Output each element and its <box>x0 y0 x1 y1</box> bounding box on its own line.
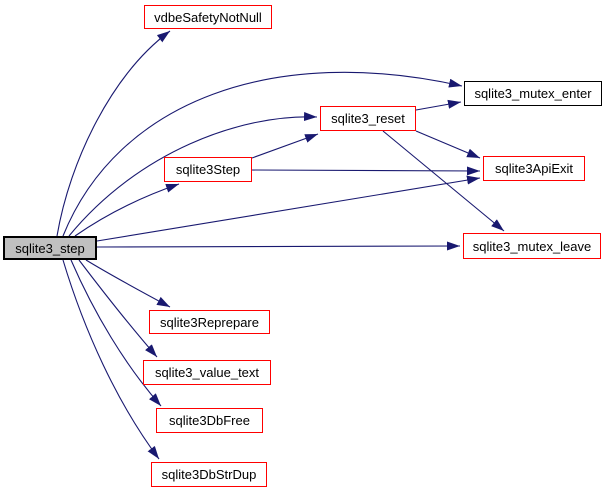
edge-sqlite3_step--sqlite3DbFree <box>70 259 162 407</box>
edge-sqlite3_step--sqlite3_mutex_leave <box>96 241 461 251</box>
edge-sqlite3Step--sqlite3ApiExit <box>251 166 481 176</box>
node-sqlite3_reset[interactable]: sqlite3_reset <box>320 106 416 131</box>
node-label: sqlite3_mutex_enter <box>474 86 592 101</box>
edge-sqlite3_step--sqlite3_mutex_enter <box>62 71 463 237</box>
node-sqlite3ApiExit[interactable]: sqlite3ApiExit <box>483 156 585 181</box>
edge-sqlite3_step--sqlite3Step <box>74 183 180 237</box>
node-sqlite3_step: sqlite3_step <box>3 236 97 260</box>
edge-sqlite3_step--sqlite3ApiExit <box>96 175 481 242</box>
node-vdbeSafetyNotNull[interactable]: vdbeSafetyNotNull <box>144 5 272 29</box>
node-label: sqlite3DbFree <box>169 413 250 428</box>
edge-sqlite3_step--sqlite3_reset <box>68 112 318 237</box>
node-label: sqlite3Reprepare <box>159 314 259 330</box>
node-sqlite3_mutex_enter[interactable]: sqlite3_mutex_enter <box>464 81 602 106</box>
node-sqlite3_mutex_leave[interactable]: sqlite3_mutex_leave <box>463 233 601 259</box>
node-label: sqlite3_reset <box>331 111 405 126</box>
edge-sqlite3_step--sqlite3DbStrDup <box>62 259 160 460</box>
node-label: sqlite3DbStrDup <box>161 467 257 482</box>
edge-sqlite3_reset--sqlite3_mutex_leave <box>382 130 505 232</box>
edge-sqlite3_step--vdbeSafetyNotNull <box>56 30 171 237</box>
node-sqlite3DbFree[interactable]: sqlite3DbFree <box>156 408 263 433</box>
node-sqlite3Reprepare[interactable]: sqlite3Reprepare <box>149 310 270 334</box>
node-label: sqlite3_step <box>15 240 85 256</box>
node-sqlite3_value_text[interactable]: sqlite3_value_text <box>143 360 271 385</box>
edge-sqlite3_step--sqlite3Reprepare <box>85 259 171 308</box>
edge-sqlite3_step--sqlite3_value_text <box>78 259 158 358</box>
node-sqlite3Step[interactable]: sqlite3Step <box>164 157 252 182</box>
edge-sqlite3_reset--sqlite3_mutex_enter <box>415 99 462 111</box>
node-label: vdbeSafetyNotNull <box>154 9 262 25</box>
node-label: sqlite3_value_text <box>154 365 260 380</box>
edge-sqlite3Step--sqlite3_reset <box>251 133 319 159</box>
node-label: sqlite3ApiExit <box>494 161 574 176</box>
edge-sqlite3_reset--sqlite3ApiExit <box>415 130 481 159</box>
node-label: sqlite3_mutex_leave <box>472 238 592 254</box>
node-label: sqlite3Step <box>175 162 241 177</box>
node-sqlite3DbStrDup[interactable]: sqlite3DbStrDup <box>151 462 267 487</box>
